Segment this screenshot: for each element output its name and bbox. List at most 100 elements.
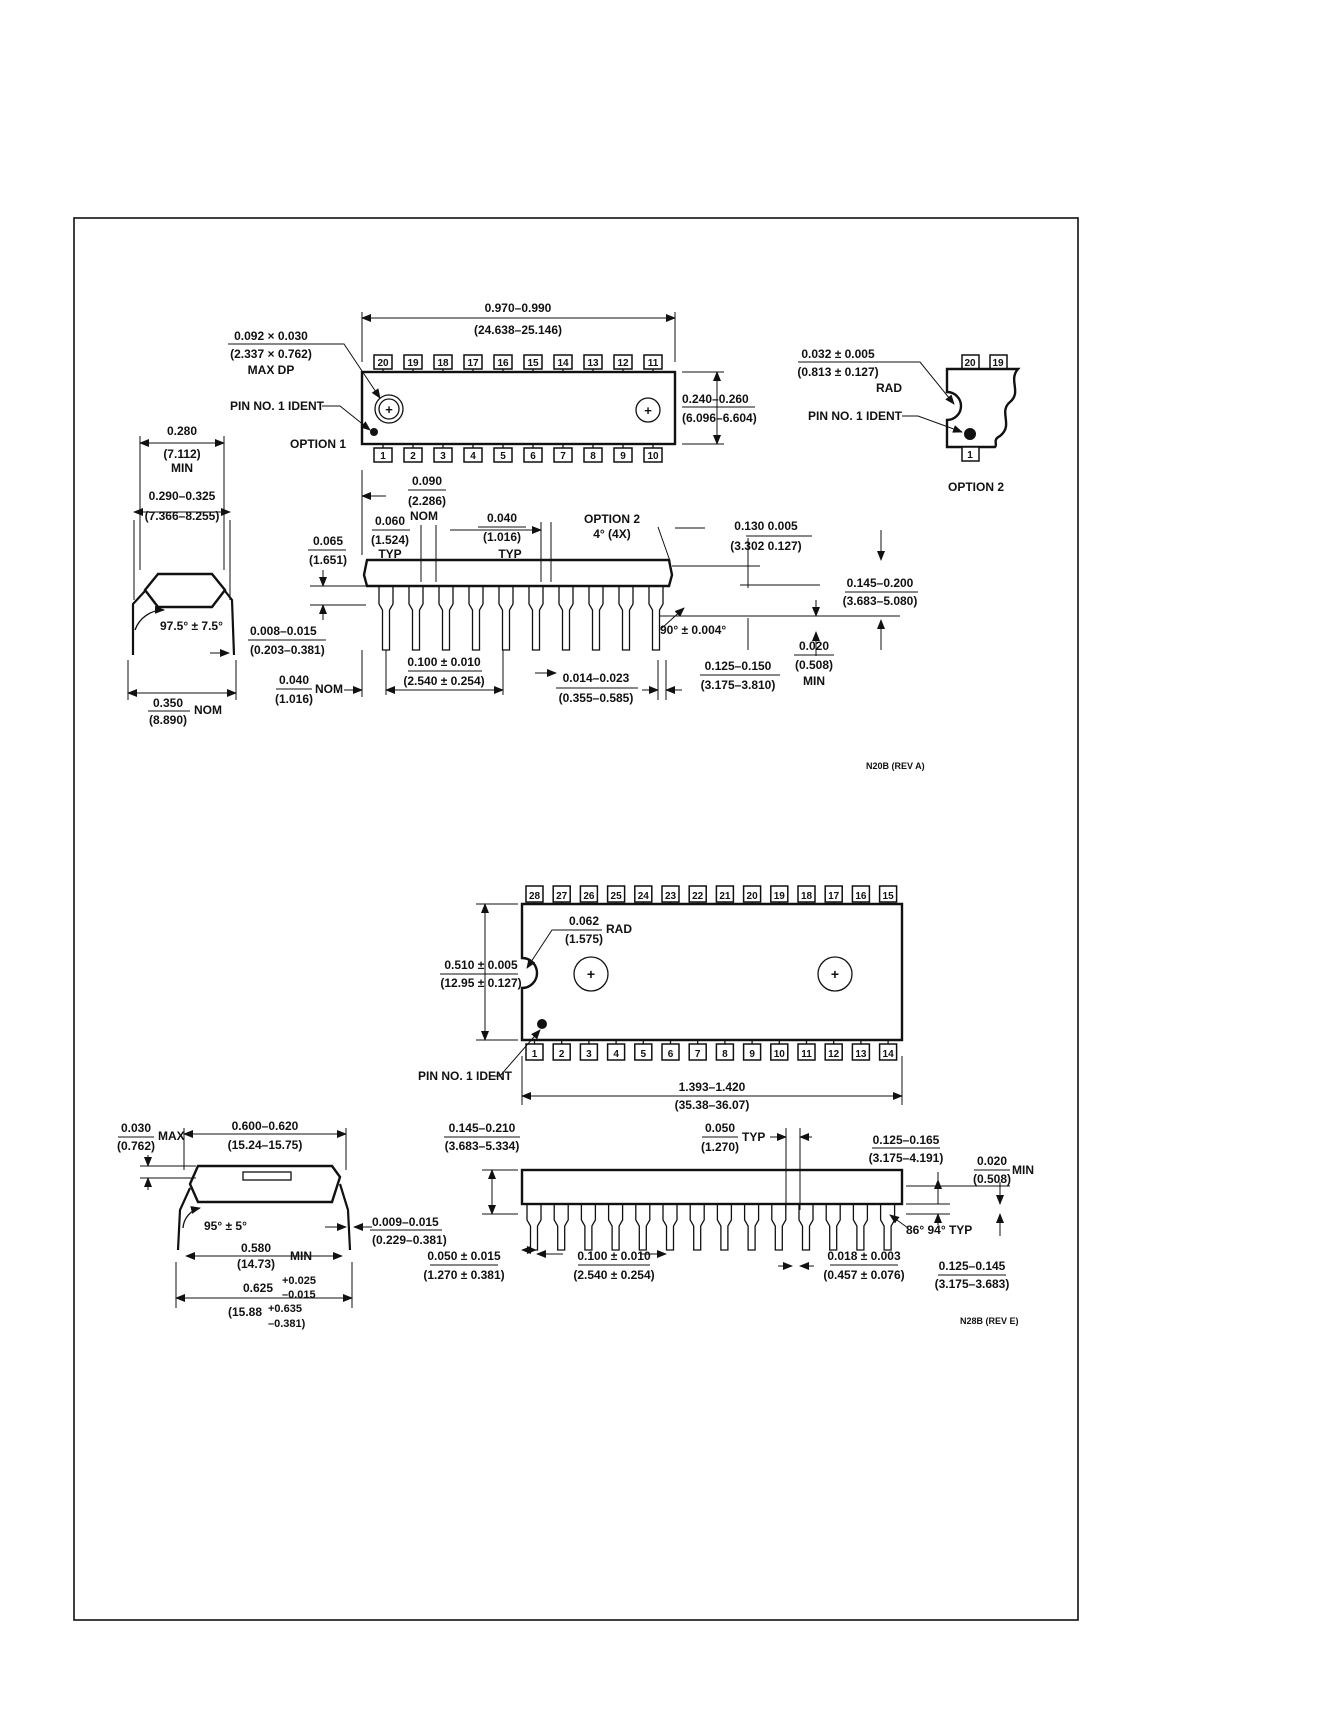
n28b-lead bbox=[879, 1204, 896, 1251]
n20b-top-pin-label: 13 bbox=[587, 358, 599, 369]
n20b-bottom-pin-label: 2 bbox=[410, 451, 416, 462]
n28b-lead bbox=[607, 1204, 624, 1251]
n20b-dp-plus-icon: + bbox=[385, 402, 393, 417]
n28b-side-span-in: 0.625 bbox=[243, 1281, 273, 1295]
n28b-bottom-pin-box bbox=[742, 1043, 762, 1061]
n20b-top-pin-label: 11 bbox=[648, 358, 659, 369]
opt2-pin-20-label: 20 bbox=[964, 358, 976, 369]
n20b-side-range-in: 0.290–0.325 bbox=[149, 489, 216, 503]
n28b-lead bbox=[743, 1204, 760, 1251]
n20b-top-pin-label: 15 bbox=[527, 358, 539, 369]
n20b-end-nom-mm: (1.016) bbox=[275, 692, 313, 706]
n20b-option1-label: OPTION 1 bbox=[290, 437, 346, 451]
n28b-end-in: 0.050 ± 0.015 bbox=[427, 1249, 501, 1263]
n20b-end-typ-in: 0.060 bbox=[375, 514, 405, 528]
n28b-top-pin-box bbox=[661, 885, 680, 903]
n28b-seat-min-mm: (0.508) bbox=[973, 1172, 1011, 1186]
n28b-seat-range-in: 0.125–0.145 bbox=[939, 1259, 1006, 1273]
n28b-lead-typ-mm: (1.270) bbox=[701, 1140, 739, 1154]
n20b-bottom-pin-box bbox=[403, 447, 423, 463]
n28b-lead bbox=[635, 1204, 651, 1251]
opt2-rad-mm: (0.813 ± 0.127) bbox=[797, 365, 878, 379]
n20b-bottom-pin-box bbox=[463, 447, 483, 463]
n20b-body bbox=[360, 370, 677, 446]
n20b-lead-angle: 90° ± 0.004° bbox=[660, 623, 726, 637]
n28b-lead bbox=[771, 1204, 787, 1251]
n28b-lead-width-mm: (0.457 ± 0.076) bbox=[823, 1268, 904, 1282]
n20b-standoff-in: 0.065 bbox=[313, 534, 343, 548]
n28b-plus-circle-2 bbox=[817, 956, 853, 992]
n28b-bottom-pin-label: 9 bbox=[749, 1049, 755, 1060]
n28b-side-min-mm: (14.73) bbox=[237, 1257, 275, 1271]
n28b-end-tab bbox=[242, 1171, 292, 1181]
n20b-top-pin-label: 18 bbox=[437, 358, 449, 369]
n20b-bottom-pin-box bbox=[523, 447, 543, 463]
n20b-front-body bbox=[362, 558, 674, 588]
n20b-bottom-pin-label: 1 bbox=[380, 451, 386, 462]
n20b-lead bbox=[468, 586, 484, 651]
n20b-dp-note: MAX DP bbox=[248, 363, 295, 377]
n20b-lead-pitch-mm: (2.540 ± 0.254) bbox=[403, 674, 484, 688]
n20b-length-mm: (24.638–25.146) bbox=[474, 323, 562, 337]
n20b-end-view: 97.5° ± 7.5° 0.280 (7.112) MIN 0.290–0.3… bbox=[127, 424, 326, 727]
n28b-side-thick-in: 0.009–0.015 bbox=[372, 1215, 439, 1229]
n20b-lead-width-in: 0.014–0.023 bbox=[563, 671, 630, 685]
n20b-seat-range-in: 0.125–0.150 bbox=[705, 659, 772, 673]
n20b-bottom-pin-box bbox=[643, 447, 663, 463]
n28b-bottom-pin-box bbox=[824, 1043, 843, 1061]
n20b-bottom-pin-label: 10 bbox=[647, 451, 659, 462]
n20b-pitch-nom-in: 0.090 bbox=[412, 474, 442, 488]
n20b-bottom-pin-box bbox=[613, 447, 633, 463]
n28b-lead-row bbox=[526, 1204, 896, 1251]
n28b-top-pin-label: 17 bbox=[828, 891, 840, 902]
n20b-side-nom-in: 0.350 bbox=[153, 696, 183, 710]
n28b-top-pin-box bbox=[715, 885, 735, 903]
n28b-lead-typ-in: 0.050 bbox=[705, 1121, 735, 1135]
n28b-top-pin-label: 15 bbox=[883, 891, 895, 902]
n28b-top-pin-box bbox=[634, 885, 653, 903]
n20b-end-typ-note: TYP bbox=[378, 547, 401, 561]
n20b-width-in: 0.240–0.260 bbox=[682, 392, 749, 406]
n28b-plus-icon-1: + bbox=[587, 966, 595, 982]
n20b-end-nom-in: 0.040 bbox=[279, 673, 309, 687]
n20b-pitch-nom-note: NOM bbox=[410, 509, 438, 523]
n28b-rad-in: 0.062 bbox=[569, 914, 599, 928]
opt2-pin-1 bbox=[961, 446, 980, 462]
n28b-lead bbox=[798, 1204, 814, 1251]
n28b-top-pin-label: 19 bbox=[774, 891, 786, 902]
n20b-lead bbox=[588, 586, 604, 651]
n20b-height-mm: (3.683–5.080) bbox=[843, 594, 918, 608]
n20b-lead bbox=[438, 586, 454, 651]
opt2-label: OPTION 2 bbox=[948, 480, 1004, 494]
n28b-top-pin-box bbox=[606, 885, 626, 903]
n20b-ref: N20B (REV A) bbox=[866, 761, 925, 771]
n28b-pin1-dot bbox=[537, 1019, 547, 1029]
n28b-top-pin-label: 21 bbox=[719, 891, 731, 902]
n28b-top-pin-box bbox=[824, 885, 843, 903]
n28b-top-pin-label: 28 bbox=[529, 891, 541, 902]
opt2-pin1-label: PIN NO. 1 IDENT bbox=[808, 409, 903, 423]
n28b-bottom-pin-label: 3 bbox=[586, 1049, 592, 1060]
n28b-lead-width-in: 0.018 ± 0.003 bbox=[827, 1249, 901, 1263]
n20b-bottom-pin-box bbox=[553, 447, 573, 463]
n20b-lead-typ-mm: (1.016) bbox=[483, 530, 521, 544]
n20b-lead bbox=[408, 586, 424, 651]
n28b-bottom-pin-box bbox=[688, 1043, 707, 1061]
n28b-height-mm: (3.683–5.334) bbox=[445, 1139, 520, 1153]
n28b-lead bbox=[852, 1204, 869, 1251]
n28b-end-body bbox=[188, 1164, 342, 1204]
n20b-lead bbox=[498, 586, 514, 651]
n20b-bottom-pin-label: 5 bbox=[500, 451, 506, 462]
opt2-rad-note: RAD bbox=[876, 381, 902, 395]
n28b-length-in: 1.393–1.420 bbox=[679, 1080, 746, 1094]
n28b-side-max-in: 0.030 bbox=[121, 1121, 151, 1135]
n28b-top-pin-box bbox=[742, 885, 762, 903]
n20b-bottom-pin-box bbox=[493, 447, 513, 463]
n20b-bottom-pin-box bbox=[583, 447, 603, 463]
n20b-standoff-mm: (1.651) bbox=[309, 553, 347, 567]
n20b-seat-min-mm: (0.508) bbox=[795, 658, 833, 672]
n28b-side-max-note: MAX bbox=[158, 1129, 185, 1143]
n28b-bottom-pin-label: 8 bbox=[722, 1049, 728, 1060]
